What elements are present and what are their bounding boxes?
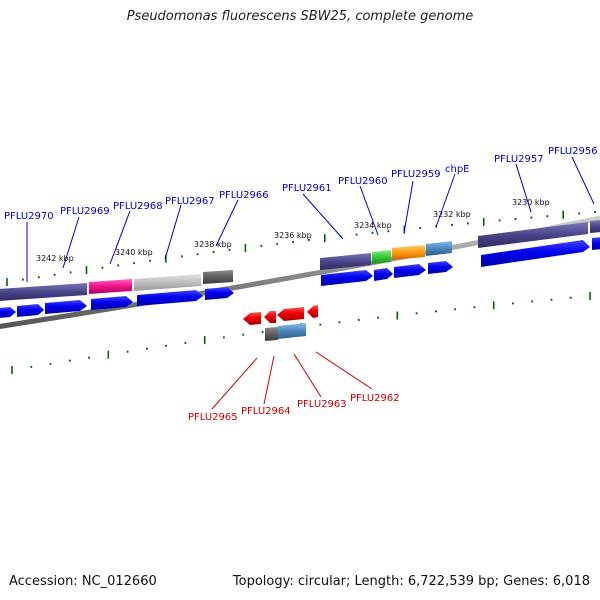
gene-label[interactable]: PFLU2967	[165, 196, 215, 207]
gene-arrow-forward[interactable]	[592, 237, 600, 250]
gene-label[interactable]: PFLU2968	[113, 201, 163, 212]
gene-label[interactable]: PFLU2970	[4, 211, 54, 222]
gene-label[interactable]: PFLU2961	[282, 183, 332, 194]
gene-label[interactable]: PFLU2969	[60, 206, 110, 217]
gene-label[interactable]: PFLU2959	[391, 169, 441, 180]
gene-arrow-forward[interactable]	[17, 304, 44, 317]
accession-text: Accession: NC_012660	[9, 574, 157, 589]
scale-label: 3238 kbp	[194, 240, 232, 249]
gene-labels-top: PFLU2970 PFLU2969 PFLU2968 PFLU2967 PFLU…	[4, 146, 598, 222]
cog-bar	[0, 283, 87, 301]
gene-label[interactable]: PFLU2965	[188, 412, 238, 423]
gene-arrow-forward[interactable]	[0, 307, 16, 318]
cog-bar	[590, 220, 600, 233]
cog-track-inner	[265, 323, 306, 341]
gene-label[interactable]: PFLU2964	[241, 406, 291, 417]
gene-arrow-forward[interactable]	[205, 287, 234, 300]
gene-arrow-forward[interactable]	[45, 300, 87, 314]
scale-label: 3242 kbp	[36, 254, 74, 263]
cog-bar	[278, 323, 306, 339]
cog-bar	[372, 250, 391, 264]
gene-label[interactable]: PFLU2960	[338, 176, 388, 187]
cog-bar	[203, 270, 233, 284]
map-title: Pseudomonas fluorescens SBW25, complete …	[126, 9, 474, 24]
gene-arrow-forward[interactable]	[321, 270, 373, 286]
cog-bar	[320, 253, 371, 270]
gene-label[interactable]: PFLU2962	[350, 393, 400, 404]
scale-label: 3236 kbp	[274, 231, 312, 240]
gene-arrow-forward[interactable]	[91, 296, 133, 310]
gene-label[interactable]: PFLU2963	[297, 399, 347, 410]
cog-bar	[89, 279, 132, 294]
gene-label[interactable]: PFLU2956	[548, 146, 598, 157]
cog-bar	[265, 327, 278, 341]
cog-bar	[134, 274, 201, 291]
gene-arrow-forward[interactable]	[394, 264, 426, 278]
forward-strand-genes	[0, 237, 600, 318]
gene-arrow-forward[interactable]	[374, 268, 393, 281]
label-connectors-top	[26, 156, 595, 282]
cog-track-outer	[0, 220, 600, 301]
gene-arrow-reverse[interactable]	[307, 305, 318, 318]
gene-arrow-reverse[interactable]	[264, 311, 276, 323]
reverse-strand-genes	[243, 305, 318, 325]
gene-arrow-forward[interactable]	[137, 290, 203, 306]
scale-label: 3230 kbp	[512, 198, 550, 207]
cog-bar	[478, 222, 588, 248]
cog-bar	[426, 241, 452, 256]
gene-label[interactable]: PFLU2966	[219, 190, 269, 201]
scale-labels: 3242 kbp 3240 kbp 3238 kbp 3236 kbp 3234…	[36, 198, 550, 263]
gene-label[interactable]: chpE	[445, 164, 470, 175]
cog-bar	[392, 245, 425, 260]
scale-label: 3240 kbp	[115, 248, 153, 257]
gene-arrow-forward[interactable]	[481, 240, 590, 267]
label-connectors-bottom	[211, 351, 373, 410]
gene-labels-bottom: PFLU2965 PFLU2964 PFLU2963 PFLU2962	[188, 393, 400, 423]
scale-label: 3234 kbp	[354, 221, 392, 230]
topology-text: Topology: circular; Length: 6,722,539 bp…	[232, 574, 590, 589]
gene-arrow-forward[interactable]	[428, 261, 453, 274]
gene-arrow-reverse[interactable]	[243, 312, 261, 325]
scale-label: 3232 kbp	[433, 210, 471, 219]
gene-arrow-reverse[interactable]	[277, 307, 304, 321]
gene-label[interactable]: PFLU2957	[494, 154, 544, 165]
